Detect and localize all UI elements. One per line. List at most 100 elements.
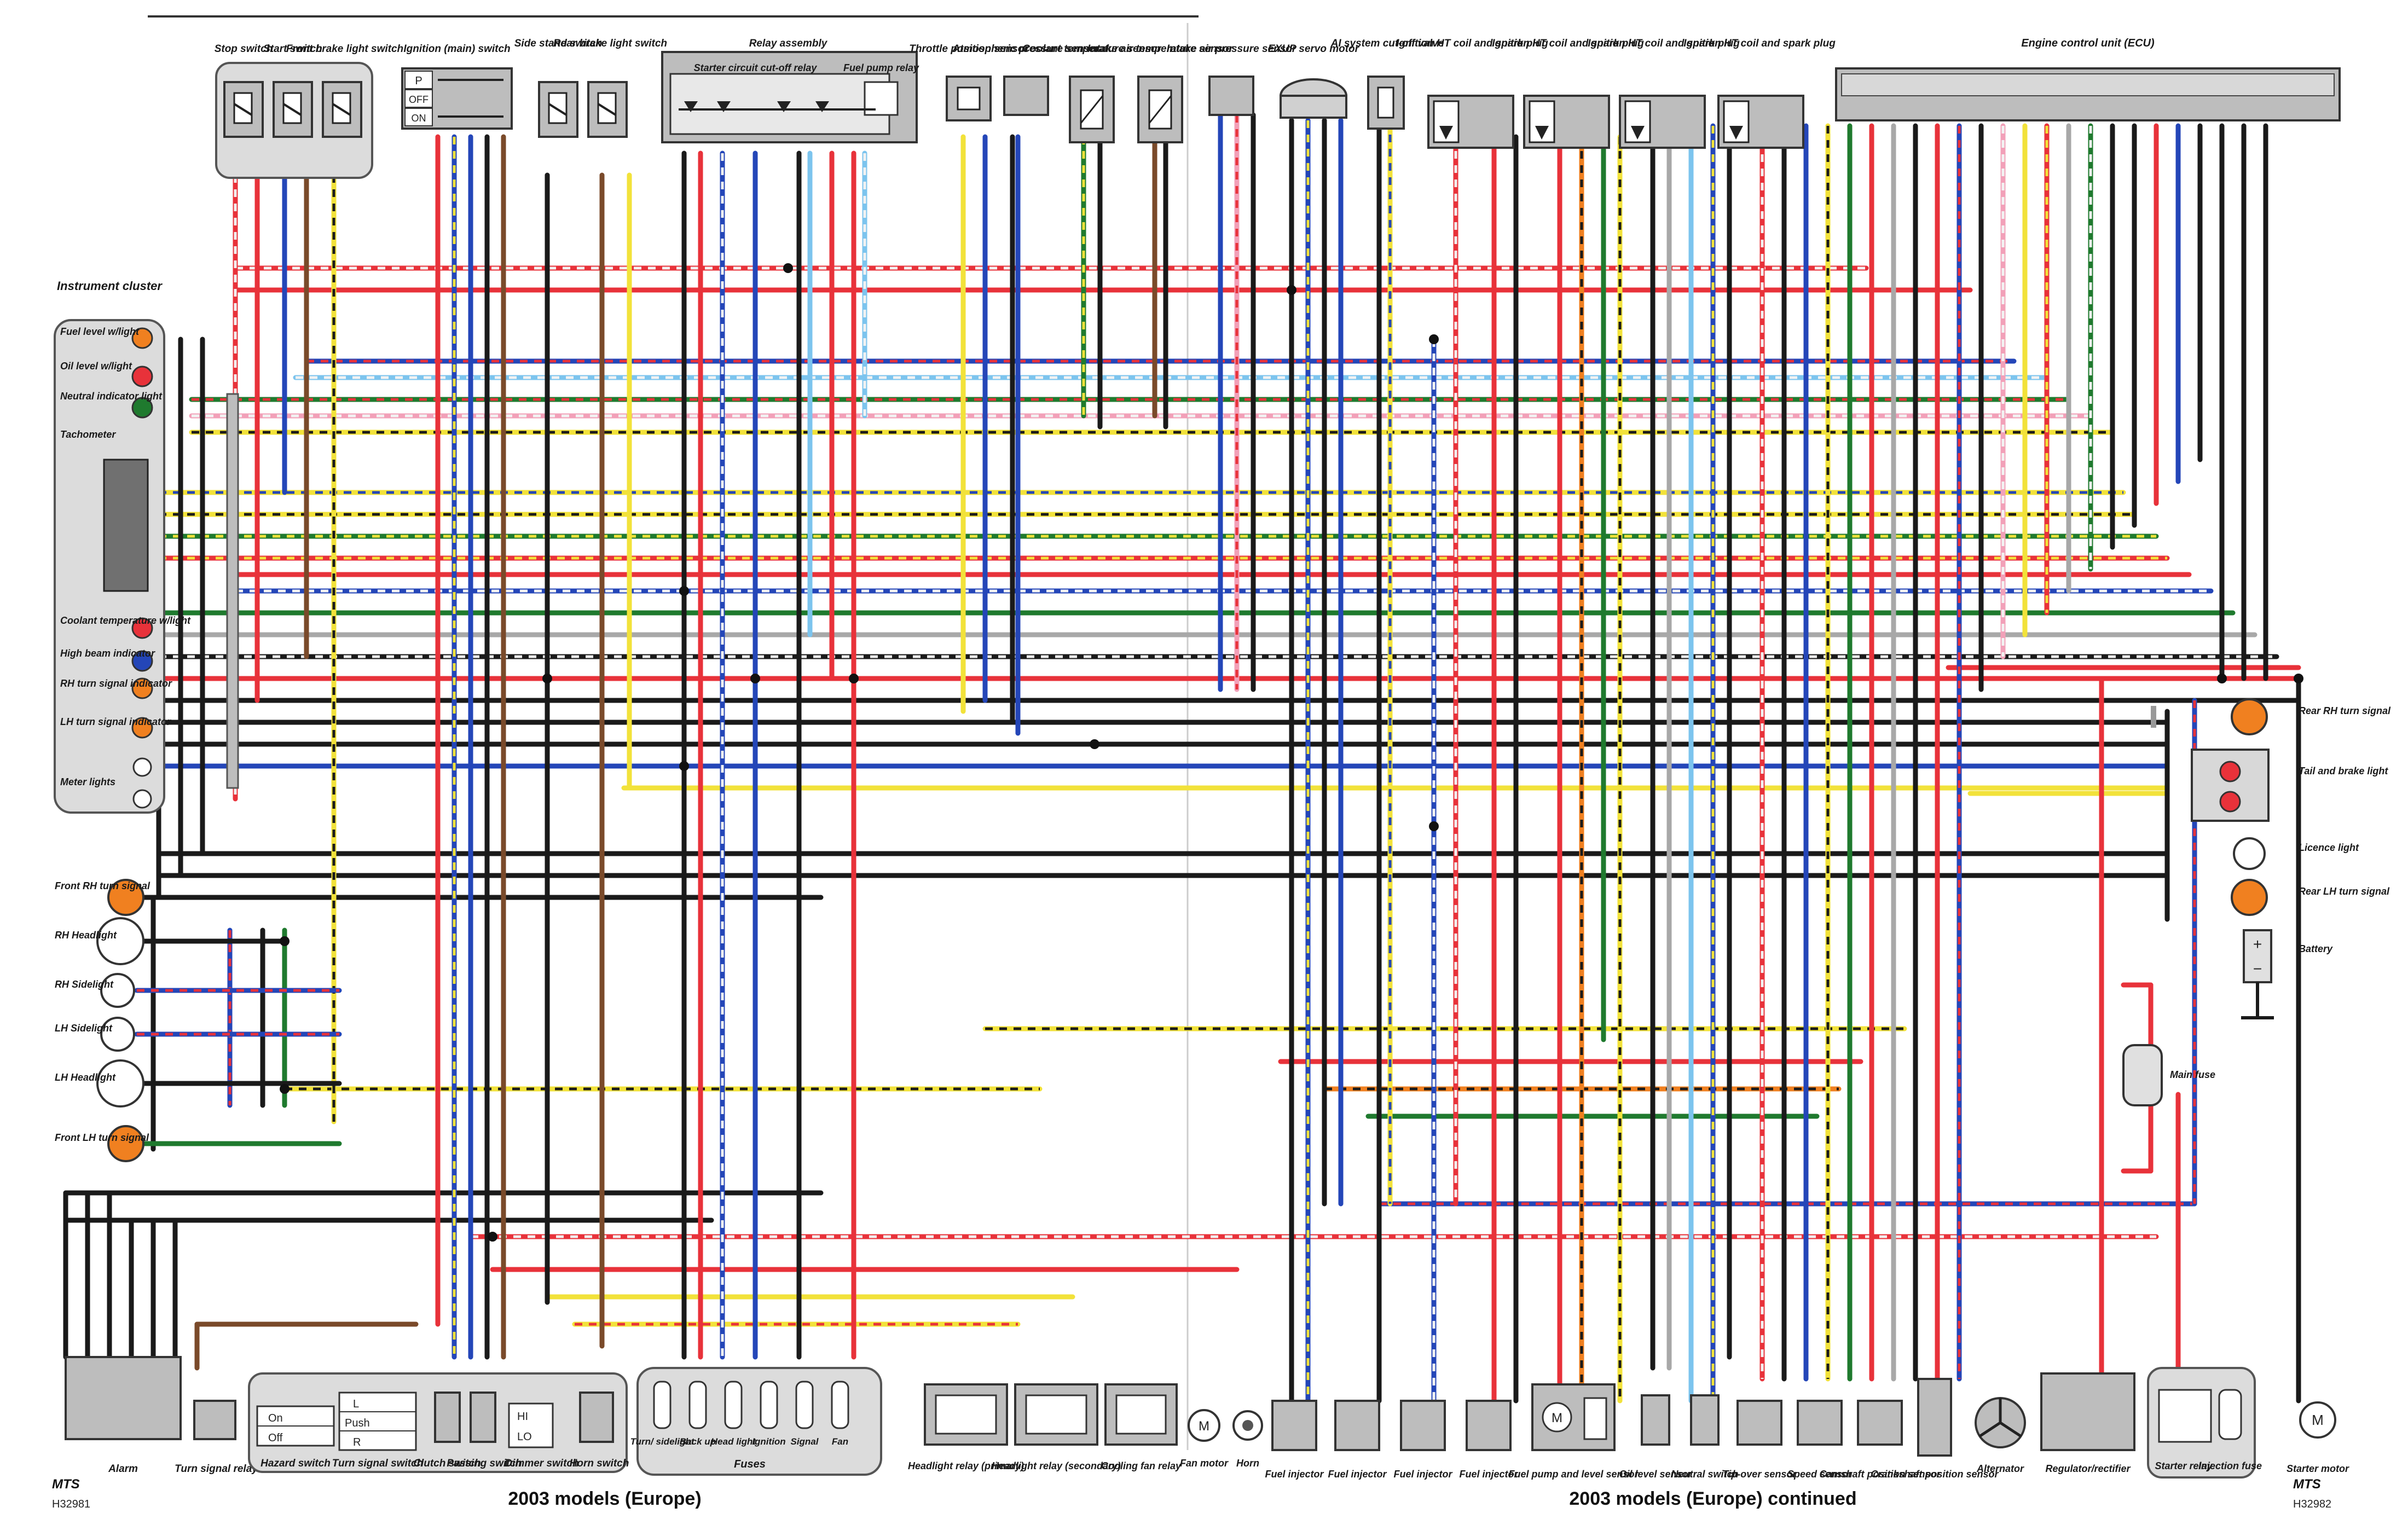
crankshaft-sensor-box (1917, 1378, 1952, 1457)
intake-air-temp-label: Intake air temperature sensor (1087, 43, 1234, 55)
dimmer-lo: LO (517, 1431, 532, 1443)
ignition-pos-p: P (415, 75, 422, 87)
clutch-label: Clutch switch (413, 1458, 481, 1469)
coil-1-label: Ignition HT coil and spark plug (1396, 38, 1548, 49)
relay-assembly-label: Relay assembly (749, 38, 828, 49)
high-beam-label: High beam indicator (60, 648, 155, 659)
crankshaft-label: Crankshaft position sensor (1871, 1469, 1999, 1480)
fuse-signal (795, 1381, 814, 1429)
exup-label: EXUP servo motor (1268, 43, 1360, 55)
fuse-6-label: Fan (832, 1436, 848, 1447)
rear-lh-turn-icon (2231, 879, 2268, 916)
fuel-injector-4-label: Fuel injector (1459, 1469, 1518, 1480)
lh-turn-indicator-icon (131, 717, 153, 739)
junction-nodes (280, 263, 2303, 1406)
fuel-pump-glyph: M (1552, 1411, 1562, 1425)
front-rh-turn-label: Front RH turn signal (55, 880, 150, 891)
fuel-pump-motor-icon (1542, 1402, 1572, 1433)
battery-label: Battery (2299, 943, 2333, 954)
high-beam-icon (131, 650, 153, 672)
tachometer-label: Tachometer (60, 429, 116, 440)
horn-switch-box (579, 1392, 614, 1443)
main-fuse-icon (2122, 1044, 2163, 1106)
fan-motor-icon (1188, 1409, 1220, 1442)
atmospheric-pressure-sensor (1003, 76, 1049, 116)
ignition-coil-1 (1427, 95, 1514, 149)
vertical-wires (233, 112, 2301, 1404)
stop-switch (223, 81, 264, 138)
turn-push: Push (345, 1417, 370, 1429)
fuel-injector-3-label: Fuel injector (1393, 1469, 1452, 1480)
fuel-injector-1-box (1271, 1400, 1317, 1451)
cluster-title: Instrument cluster (57, 279, 163, 293)
stop-switch-label: Stop switch (215, 43, 273, 55)
oil-level-sensor-label: Oil level sensor (1619, 1469, 1692, 1480)
starter-motor-glyph: M (2312, 1412, 2324, 1428)
tip-over-label: Tip-over sensor (1723, 1469, 1797, 1480)
oil-level-label: Oil level w/light (60, 361, 132, 372)
brake-lamp-icon (2219, 761, 2241, 782)
dimmer-label: Dimmer switch (505, 1458, 578, 1469)
headlight-relay-primary-label: Headlight relay (primary) (908, 1460, 1024, 1471)
rh-headlight-icon (96, 917, 144, 965)
starter-relay-label: Starter relay (2155, 1460, 2213, 1471)
horn-switch-label: Horn switch (570, 1458, 629, 1469)
horn-label: Horn (1236, 1458, 1259, 1469)
fuel-pump-relay-label: Fuel pump relay (843, 62, 919, 73)
rear-lh-turn-label: Rear LH turn signal (2299, 886, 2390, 897)
fuse-fan (831, 1381, 849, 1429)
fuse-5-label: Signal (790, 1436, 819, 1447)
rear-brake-light-switch (587, 81, 628, 138)
fuse-headlight (724, 1381, 743, 1429)
rear-rh-turn-label: Rear RH turn signal (2299, 705, 2391, 716)
turn-signal-relay-box (193, 1400, 236, 1440)
coolant-light-label: Coolant temperature w/light (60, 615, 191, 626)
turn-switch-label: Turn signal switch (332, 1458, 423, 1469)
fuse-1-label: Turn/ sidelight (630, 1436, 695, 1447)
cooling-fan-relay-label: Cooling fan relay (1101, 1460, 1182, 1471)
fuse-group (653, 1381, 849, 1429)
oil-level-sensor-box (1641, 1394, 1670, 1446)
fan-motor-label: Fan motor (1180, 1458, 1229, 1469)
passing-label: Passing switch (447, 1458, 522, 1469)
turn-relay-label: Turn signal relay (175, 1463, 258, 1475)
camshaft-sensor-box (1857, 1400, 1903, 1446)
instrument-cluster: Instrument cluster Fuel level w/light Oi… (54, 279, 239, 814)
clutch-switch-box (434, 1392, 461, 1443)
licence-light-icon (2233, 837, 2266, 870)
fuel-level-label: Fuel level w/light (60, 326, 140, 337)
tachometer-icon (103, 459, 149, 592)
rh-headlight-label: RH Headlight (55, 930, 117, 941)
relay-assembly: Starter circuit cut-off relay Fuel pump … (661, 51, 919, 143)
atmospheric-label: Atmospheric pressure sensor (952, 43, 1101, 55)
tail-lamp-icon (2219, 791, 2241, 813)
injection-fuse-icon (2218, 1389, 2242, 1440)
left-harness (63, 337, 419, 1371)
neutral-light-icon (131, 397, 153, 419)
relay-secondary-coil (1025, 1394, 1087, 1435)
throttle-label: Throttle position sensor (909, 43, 1029, 55)
lh-sidelight-icon (100, 1017, 135, 1052)
fuse-4-label: Ignition (752, 1436, 785, 1447)
rear-rh-connector (2151, 706, 2156, 728)
fuel-injector-2-label: Fuel injector (1328, 1469, 1387, 1480)
hazard-switch: On Off (256, 1405, 335, 1447)
coolant-temperature-sensor (1069, 76, 1115, 143)
fuse-turn-sidelight (653, 1381, 672, 1429)
rear-rh-turn-icon (2231, 698, 2268, 735)
starter-motor-icon (2299, 1401, 2336, 1439)
intake-air-pressure-label: Intake air pressure sensor (1167, 43, 1297, 55)
front-lh-turn-label: Front LH turn signal (55, 1132, 149, 1143)
speed-sensor-label: Speed sensor (1787, 1469, 1853, 1480)
ignition-coil-4 (1717, 95, 1804, 149)
code-left: H32981 (52, 1498, 90, 1510)
camshaft-label: Camshaft position sensor (1819, 1469, 1941, 1480)
starter-motor-label: Starter motor (2287, 1463, 2349, 1474)
headlight-relay-secondary-label: Headlight relay (secondary) (992, 1460, 1121, 1471)
fuse-backup (688, 1381, 707, 1429)
hazard-off: Off (268, 1432, 283, 1444)
right-lights: + − Rear RH turn signal Tail and brake l… (2122, 698, 2391, 1106)
starter-cutoff-relay-label: Starter circuit cut-off relay (694, 62, 818, 73)
alternator-label: Alternator (1976, 1463, 2024, 1474)
